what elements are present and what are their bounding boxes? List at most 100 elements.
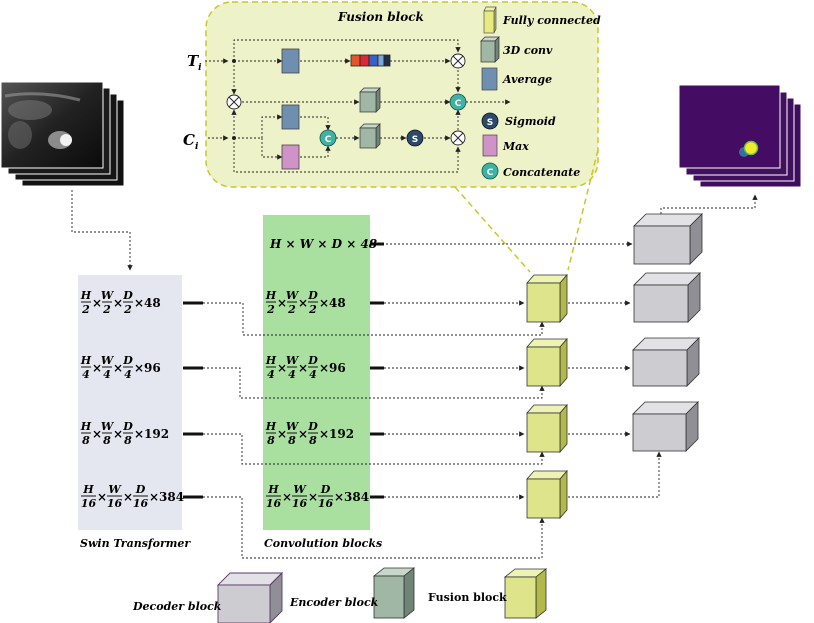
times-sign: × [282,490,292,504]
fraction-denominator: 8 [288,434,296,447]
channel-count: 96 [144,361,161,375]
stub-marks [183,242,384,499]
junction-dot-ci [232,136,236,140]
fraction-denominator: 16 [107,497,123,510]
conv-panel [263,215,370,530]
svg-text:Fully connected: Fully connected [502,14,601,27]
times-sign: × [277,427,287,441]
swin-stage-row: H16×W16×D16×384 [81,483,184,510]
fraction-denominator: 2 [287,303,296,316]
times-sign: × [113,296,123,310]
fraction-numerator: D [122,420,133,433]
mri-input-stack [0,81,125,187]
fusion-cube [526,469,568,520]
legend-fully-connected: Fully connected [483,6,601,34]
times-sign: × [134,296,144,310]
decoder-cube [633,272,701,323]
fraction-denominator: 8 [82,434,90,447]
concatenate-icon: C [449,93,467,111]
zoom-line-left [454,186,531,273]
times-sign: × [134,361,144,375]
fraction-denominator: 16 [81,497,97,510]
decoder-cube [632,401,699,452]
svg-text:Max: Max [502,140,529,153]
decoder-cube [632,337,700,387]
sigmoid-icon: S [406,129,424,147]
svg-text:Average: Average [502,73,552,86]
fraction-denominator: 16 [292,497,308,510]
channel-count: 192 [329,427,354,441]
svg-text:C: C [487,168,494,178]
fraction-numerator: D [307,354,318,367]
fraction-denominator: 2 [81,303,90,316]
fraction-numerator: W [286,420,300,433]
fully-connected-bar [350,54,391,67]
fraction-denominator: 16 [318,497,334,510]
fraction-denominator: 4 [124,368,132,381]
fraction-numerator: D [307,289,318,302]
fraction-denominator: 2 [102,303,111,316]
fraction-numerator: W [293,483,307,496]
fraction-denominator: 4 [82,368,90,381]
output-segmentation-stack [678,84,802,188]
fraction-denominator: 4 [267,368,275,381]
fraction-numerator: W [101,289,115,302]
fraction-numerator: H [265,420,277,433]
junction-dot-ti [232,59,236,63]
legend-3d-conv: 3D conv [480,36,553,63]
swin-stage-row: H8×W8×D8×192 [80,420,169,447]
3d-conv-block [359,123,381,149]
fraction-numerator: W [101,354,115,367]
swin-panel [78,275,182,530]
times-sign: × [277,361,287,375]
fraction-denominator: 16 [266,497,282,510]
legend-fusion-block: Fusion block [428,568,548,619]
fraction-numerator: D [307,420,318,433]
times-sign: × [319,427,329,441]
fraction-denominator: 2 [266,303,275,316]
times-sign: × [113,361,123,375]
times-sign: × [319,361,329,375]
channel-count: 192 [144,427,169,441]
zoom-line-right [567,149,599,271]
svg-text:Encoder block: Encoder block [289,596,379,609]
legend-sigmoid: S Sigmoid [481,112,556,130]
times-sign: × [92,427,102,441]
channel-count: 48 [144,296,161,310]
fraction-numerator: H [80,354,92,367]
svg-text:3D conv: 3D conv [503,44,553,57]
convolution-stages: H2×W2×D2×48H4×W4×D4×96H8×W8×D8×192H16×W1… [265,289,369,510]
times-sign: × [277,296,287,310]
times-sign: × [149,490,159,504]
input-c-label: Ci [183,131,199,152]
channel-count: 384 [159,490,184,504]
fraction-numerator: H [265,289,277,302]
fraction-denominator: 16 [133,497,149,510]
fraction-numerator: W [108,483,122,496]
fraction-numerator: W [286,354,300,367]
fraction-numerator: D [122,354,133,367]
times-sign: × [334,490,344,504]
multiply-icon [450,53,466,69]
fraction-numerator: W [286,289,300,302]
max-block [281,144,300,170]
svg-text:C: C [455,99,462,109]
average-block-c [281,104,300,130]
fraction-denominator: 8 [103,434,111,447]
fraction-numerator: D [122,289,133,302]
multiply-icon [450,130,466,146]
times-sign: × [298,427,308,441]
fraction-denominator: 8 [309,434,317,447]
svg-text:Sigmoid: Sigmoid [505,115,556,128]
times-sign: × [92,296,102,310]
times-sign: × [298,361,308,375]
channel-count: 96 [329,361,346,375]
swin-stage-row: H4×W4×D4×96 [80,354,161,381]
svg-text:C: C [325,135,332,145]
fraction-numerator: H [80,289,92,302]
fusion-detail-panel [205,1,599,188]
conv-top-label: H × W × D × 48 [269,237,378,251]
3d-conv-block [359,87,381,113]
conv-stage-row: H8×W8×D8×192 [265,420,354,447]
channel-count: 384 [344,490,369,504]
